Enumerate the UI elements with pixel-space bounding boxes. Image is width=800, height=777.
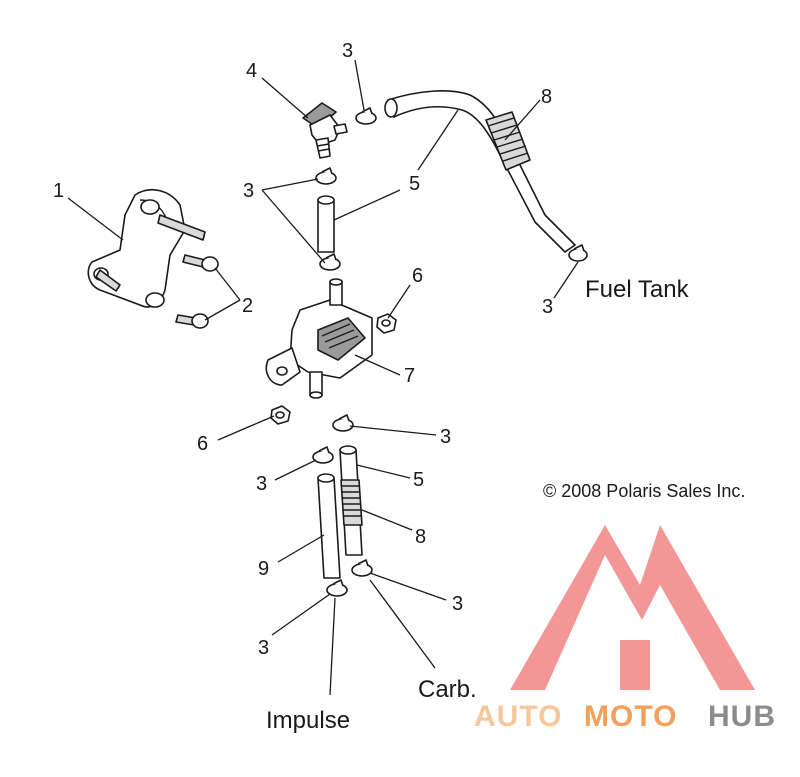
- hose-clamp-mid-left: [312, 446, 334, 464]
- impulse-hose: [317, 473, 341, 579]
- hose-clamp-top-valve: [355, 107, 377, 125]
- callout-4: 4: [246, 60, 257, 82]
- copyright-notice: © 2008 Polaris Sales Inc.: [543, 481, 745, 501]
- callout-7: 7: [404, 365, 415, 387]
- callout-8-top: 8: [541, 86, 552, 108]
- nut-right: [376, 313, 397, 334]
- callout-3-left: 3: [243, 180, 254, 202]
- callout-3-mid-left: 3: [256, 473, 267, 495]
- hose-clamp-low-left: [326, 579, 348, 597]
- watermark-text: AUTO MOTO HUB: [474, 700, 776, 733]
- callout-8-low: 8: [415, 526, 426, 548]
- hose-clamp-below-hose: [319, 253, 341, 271]
- callout-1: 1: [53, 180, 64, 202]
- watermark-logo: [510, 525, 755, 690]
- fuel-pump: [265, 278, 373, 399]
- callout-6-left: 6: [197, 433, 208, 455]
- label-fuel-tank: Fuel Tank: [585, 276, 690, 303]
- watermark-text-hub: HUB: [708, 700, 776, 733]
- callout-5-top: 5: [409, 173, 420, 195]
- label-impulse: Impulse: [266, 707, 350, 734]
- callout-3-mid-right: 3: [440, 426, 451, 448]
- callout-3-low-left: 3: [258, 637, 269, 659]
- hose-clamp-fuel-tank: [568, 244, 588, 262]
- hose-clamp-upper: [315, 167, 337, 185]
- callout-3-tank: 3: [542, 296, 553, 318]
- callout-6-right: 6: [412, 265, 423, 287]
- protective-sleeve-upper: [485, 111, 531, 171]
- watermark-text-moto: MOTO: [584, 700, 677, 733]
- bolt-upper: [182, 254, 219, 272]
- nut-left: [270, 405, 291, 425]
- label-carb: Carb.: [418, 676, 477, 703]
- fuel-hose-to-tank: [384, 90, 576, 253]
- callout-5-low: 5: [413, 469, 424, 491]
- bolt-lower: [175, 313, 209, 329]
- leader-lines: [67, 59, 579, 696]
- fuel-hose-upper: [317, 195, 335, 253]
- callout-2: 2: [242, 295, 253, 317]
- protective-sleeve-lower: [340, 479, 363, 526]
- fuel-valve: [302, 102, 348, 159]
- callout-3-top: 3: [342, 40, 353, 62]
- hose-clamp-mid-right: [332, 414, 354, 432]
- callout-9: 9: [258, 558, 269, 580]
- hose-clamp-low-right: [351, 559, 373, 577]
- mounting-bracket: [87, 189, 206, 308]
- watermark-text-auto: AUTO: [474, 700, 562, 733]
- callout-3-low-right: 3: [452, 593, 463, 615]
